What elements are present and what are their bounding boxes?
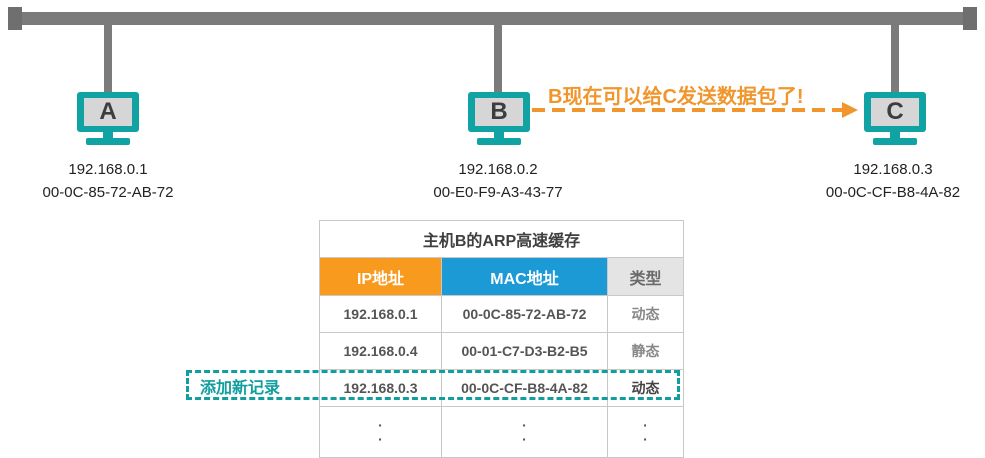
table-row: 192.168.0.4 00-01-C7-D3-B2-B5 静态 [319, 332, 684, 370]
dot: · [643, 417, 648, 433]
header-mac: MAC地址 [441, 257, 608, 296]
table-continuation-row: · · · · · · [319, 406, 684, 458]
arrow-b-to-c [532, 102, 858, 118]
host-b-ip: 192.168.0.2 [458, 161, 538, 178]
continuation-mac: · · [441, 406, 608, 458]
cell-mac: 00-0C-CF-B8-4A-82 [441, 369, 608, 407]
cell-mac: 00-0C-85-72-AB-72 [441, 295, 608, 333]
cell-type: 静态 [607, 332, 684, 370]
header-type: 类型 [607, 257, 684, 296]
host-b-computer-icon[interactable]: B [468, 92, 530, 152]
host-b-mac: 00-E0-F9-A3-43-77 [433, 184, 563, 201]
dot: · [643, 431, 648, 447]
monitor-neck [494, 132, 504, 138]
dot: · [522, 417, 527, 433]
host-a-ip: 192.168.0.1 [68, 161, 148, 178]
monitor-neck [890, 132, 900, 138]
cell-ip: 192.168.0.1 [319, 295, 442, 333]
drop-line-b [494, 24, 502, 94]
network-bus [14, 12, 971, 25]
dot: · [378, 431, 383, 447]
host-c-label: C [871, 98, 919, 126]
cell-ip: 192.168.0.4 [319, 332, 442, 370]
bus-right-terminator [963, 7, 977, 30]
bus-left-terminator [8, 7, 22, 30]
new-record-highlight [186, 370, 680, 400]
cell-type: 动态 [607, 295, 684, 333]
table-row: 192.168.0.1 00-0C-85-72-AB-72 动态 [319, 295, 684, 333]
dot: · [522, 431, 527, 447]
cell-mac: 00-01-C7-D3-B2-B5 [441, 332, 608, 370]
monitor-base [477, 138, 521, 145]
monitor-neck [103, 132, 113, 138]
arp-cache-table: 主机B的ARP高速缓存 IP地址 MAC地址 类型 192.168.0.1 00… [319, 220, 684, 458]
monitor-base [86, 138, 130, 145]
host-c-computer-icon[interactable]: C [864, 92, 926, 152]
host-b-label: B [475, 98, 523, 126]
table-title-row: 主机B的ARP高速缓存 [319, 220, 684, 258]
host-a-computer-icon[interactable]: A [77, 92, 139, 152]
host-c-info: 192.168.0.3 00-0C-CF-B8-4A-82 [798, 158, 985, 204]
host-c-mac: 00-0C-CF-B8-4A-82 [825, 184, 961, 201]
host-a-mac: 00-0C-85-72-AB-72 [42, 184, 174, 201]
header-ip: IP地址 [319, 257, 442, 296]
arrowhead-icon [842, 102, 858, 118]
continuation-type: · · [607, 406, 684, 458]
new-record-label: 添加新记录 [200, 380, 281, 397]
table-header-row: IP地址 MAC地址 类型 [319, 257, 684, 296]
continuation-ip: · · [319, 406, 442, 458]
arrow-caption: B现在可以给C发送数据包了! [548, 86, 804, 108]
table-title: 主机B的ARP高速缓存 [319, 220, 684, 258]
host-a-info: 192.168.0.1 00-0C-85-72-AB-72 [13, 158, 203, 204]
monitor-base [873, 138, 917, 145]
drop-line-a [104, 24, 112, 94]
host-b-info: 192.168.0.2 00-E0-F9-A3-43-77 [403, 158, 593, 204]
dot: · [378, 417, 383, 433]
host-c-ip: 192.168.0.3 [853, 161, 933, 178]
host-a-label: A [84, 98, 132, 126]
drop-line-c [891, 24, 899, 94]
